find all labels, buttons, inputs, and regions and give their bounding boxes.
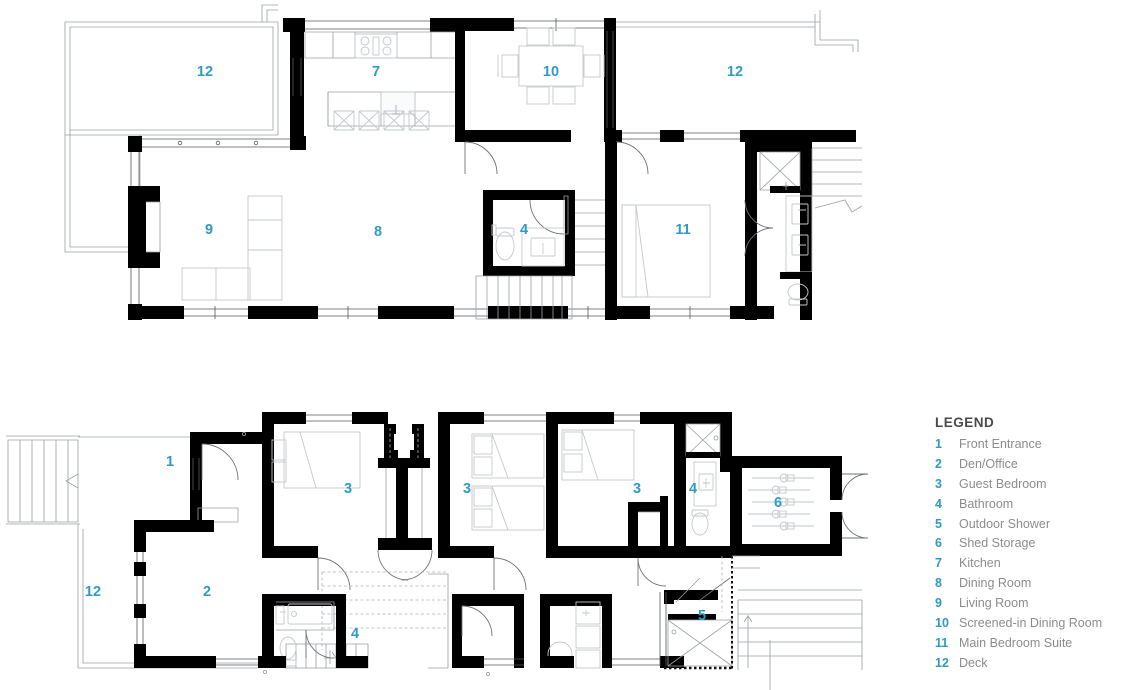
legend-number-11: 11: [935, 635, 949, 650]
room-number-dining-room: 8: [373, 224, 383, 240]
lower-front-entrance: [190, 431, 270, 523]
room-number-deck-lower: 12: [84, 584, 102, 600]
upper-deck-east: [613, 10, 859, 52]
upper-ensuite: [757, 142, 863, 320]
legend-item-screened-dining-room: 10 Screened-in Dining Room: [935, 614, 1135, 634]
legend-item-shed-storage: 6 Shed Storage: [935, 534, 1135, 554]
legend-label-8: Dining Room: [959, 576, 1032, 591]
upper-main-bedroom: [621, 142, 774, 320]
room-number-screened-dining: 10: [542, 64, 560, 80]
legend-label-4: Bathroom: [959, 496, 1014, 511]
legend-item-main-bedroom-suite: 11 Main Bedroom Suite: [935, 634, 1135, 654]
legend-number-5: 5: [935, 516, 942, 531]
upper-living-room: [128, 32, 306, 320]
legend-item-guest-bedroom: 3 Guest Bedroom: [935, 475, 1135, 495]
room-number-deck-west: 12: [196, 64, 214, 80]
lower-stair-and-bath: [262, 571, 684, 677]
room-number-bathroom-lower-east: 4: [688, 481, 698, 497]
legend-item-bathroom: 4 Bathroom: [935, 495, 1135, 515]
legend-label-1: Front Entrance: [959, 437, 1042, 451]
legend-title: LEGEND: [935, 415, 995, 430]
room-number-deck-east: 12: [726, 64, 744, 80]
upper-south-wall: [142, 306, 774, 319]
room-number-guest-bedroom-center: 3: [462, 481, 472, 497]
legend-label-11: Main Bedroom Suite: [959, 635, 1073, 650]
lower-shed-storage: [730, 456, 869, 556]
legend-item-front-entrance: 1 Front Entrance: [935, 435, 1135, 455]
room-number-outdoor-shower: 5: [697, 608, 707, 624]
legend-number-2: 2: [935, 456, 942, 471]
legend-label-2: Den/Office: [959, 456, 1018, 471]
room-number-den-office: 2: [202, 584, 212, 600]
legend-number-9: 9: [935, 596, 942, 611]
lower-outdoor-shower: [659, 556, 734, 670]
legend-label-10: Screened-in Dining Room: [959, 616, 1103, 631]
upper-deck-west: [64, 4, 279, 253]
room-number-bathroom-lower-west: 4: [350, 626, 360, 642]
legend-number-1: 1: [935, 437, 942, 451]
legend-number-8: 8: [935, 576, 942, 591]
legend-item-kitchen: 7 Kitchen: [935, 554, 1135, 574]
legend-number-3: 3: [935, 476, 942, 491]
lower-right-exterior-stair: [737, 589, 863, 690]
legend-number-10: 10: [935, 616, 949, 631]
room-number-bathroom-upper: 4: [519, 222, 529, 238]
room-number-kitchen: 7: [371, 64, 381, 80]
legend-item-living-room: 9 Living Room: [935, 594, 1135, 614]
room-number-living-room: 9: [204, 222, 214, 238]
upper-bathroom-stair: [475, 142, 617, 320]
legend-item-deck: 12 Deck: [935, 654, 1135, 674]
legend-number-7: 7: [935, 556, 942, 571]
legend-item-dining-room: 8 Dining Room: [935, 574, 1135, 594]
upper-level-plan: [64, 4, 863, 320]
lower-bathroom-east: [674, 412, 732, 558]
lower-deck: [77, 436, 258, 669]
legend-number-6: 6: [935, 536, 942, 551]
upper-screened-dining: [455, 18, 616, 140]
room-number-shed-storage: 6: [773, 495, 783, 511]
legend-label-5: Outdoor Shower: [959, 516, 1051, 531]
legend-label-12: Deck: [959, 655, 988, 670]
legend-label-3: Guest Bedroom: [959, 476, 1047, 491]
room-number-guest-bedroom-east: 3: [632, 481, 642, 497]
legend-label-6: Shed Storage: [959, 536, 1036, 551]
legend-label-9: Living Room: [959, 596, 1029, 611]
room-number-main-bedroom-suite: 11: [675, 222, 691, 238]
room-number-front-entrance: 1: [165, 454, 175, 470]
room-number-guest-bedroom-west: 3: [343, 481, 353, 497]
lower-guest-bedroom-west: [262, 412, 388, 591]
legend-number-12: 12: [935, 655, 949, 670]
legend-number-4: 4: [935, 496, 942, 511]
legend-label-7: Kitchen: [959, 556, 1001, 571]
legend-item-outdoor-shower: 5 Outdoor Shower: [935, 515, 1135, 535]
lower-exterior-stair: [6, 435, 80, 525]
lower-closet-block: [377, 424, 433, 581]
legend: LEGEND 1 Front Entrance 2 Den/Office 3 G…: [935, 415, 1135, 674]
lower-guest-bedroom-east: [546, 412, 680, 587]
lower-level-plan: [6, 412, 869, 690]
legend-item-den-office: 2 Den/Office: [935, 455, 1135, 475]
lower-den-office: [134, 520, 280, 675]
lower-guest-bedroom-center: [438, 412, 564, 591]
